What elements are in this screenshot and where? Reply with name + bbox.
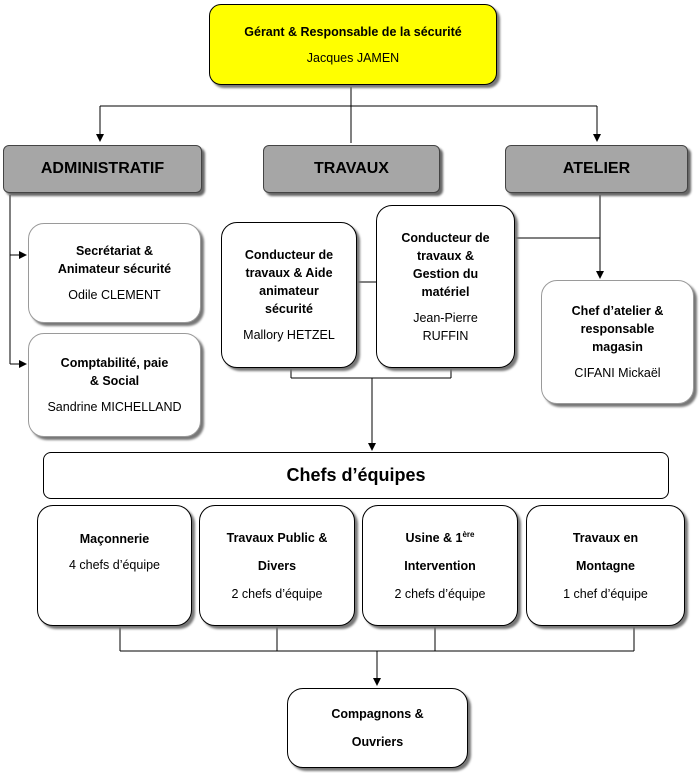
banner-label: Chefs d’équipes <box>286 465 426 485</box>
card-title: animateur <box>259 284 319 298</box>
card-maconnerie: Maçonnerie 4 chefs d’équipe <box>37 505 192 626</box>
card-title: matériel <box>421 284 470 299</box>
dept-travaux: TRAVAUX <box>263 145 440 193</box>
card-person: Jean-Pierre <box>413 310 478 325</box>
card-person: CIFANI Mickaël <box>574 366 661 380</box>
card-title: responsable <box>580 322 655 336</box>
card-count: 2 chefs d’équipe <box>394 586 486 601</box>
card-count: 1 chef d’équipe <box>563 586 648 601</box>
card-title: Conducteur de <box>401 230 490 245</box>
dept-label: TRAVAUX <box>314 160 389 177</box>
card-title: Conducteur de <box>244 248 334 262</box>
card-conducteur-gestion: Conducteur de travaux & Gestion du matér… <box>376 205 515 368</box>
card-conducteur-aide: Conducteur de travaux & Aide animateur s… <box>221 222 357 368</box>
card-title-superscript: ère <box>462 529 475 539</box>
card-title: Ouvriers <box>351 735 404 749</box>
root-box: Gérant & Responsable de la sécurité Jacq… <box>209 4 497 85</box>
dept-label: ATELIER <box>562 160 631 177</box>
card-person: RUFFIN <box>422 328 469 343</box>
card-travaux-public: Travaux Public & Divers 2 chefs d’équipe <box>199 505 355 626</box>
dept-administratif: ADMINISTRATIF <box>3 145 202 193</box>
card-person: Odile CLEMENT <box>68 288 161 302</box>
root-title: Gérant & Responsable de la sécurité <box>244 24 462 39</box>
card-title: Montagne <box>575 558 636 573</box>
dept-atelier: ATELIER <box>505 145 688 193</box>
chefs-equipes-banner: Chefs d’équipes <box>43 452 669 499</box>
card-comptabilite: Comptabilité, paie & Social Sandrine MIC… <box>28 333 201 437</box>
card-count: 2 chefs d’équipe <box>231 586 323 601</box>
card-title: Divers <box>257 558 297 573</box>
card-title: Secrétariat & <box>75 244 154 258</box>
root-name: Jacques JAMEN <box>306 50 400 65</box>
card-count: 4 chefs d’équipe <box>68 558 161 572</box>
card-usine: Usine & 1ère Intervention 2 chefs d’équi… <box>362 505 518 626</box>
card-title: Chef d’atelier & <box>571 304 664 318</box>
card-title: magasin <box>592 340 643 354</box>
card-compagnons: Compagnons & Ouvriers <box>287 688 468 768</box>
card-person: Mallory HETZEL <box>243 328 335 342</box>
card-title: Intervention <box>404 558 476 573</box>
card-secretariat: Secrétariat & Animateur sécurité Odile C… <box>28 223 201 323</box>
card-title: & Social <box>89 374 140 388</box>
card-travaux-montagne: Travaux en Montagne 1 chef d’équipe <box>526 505 685 626</box>
card-title: Comptabilité, paie <box>60 356 169 370</box>
card-person: Sandrine MICHELLAND <box>47 400 182 414</box>
card-chef-atelier: Chef d’atelier & responsable magasin CIF… <box>541 280 694 404</box>
card-title-text: Usine & 1 <box>405 530 463 545</box>
card-title: travaux & <box>417 248 474 263</box>
card-title: travaux & Aide <box>245 266 333 280</box>
card-title: Compagnons & <box>331 707 424 721</box>
dept-label: ADMINISTRATIF <box>40 160 165 177</box>
card-title: Gestion du <box>412 266 479 281</box>
card-title: Animateur sécurité <box>57 262 172 276</box>
card-title: Travaux Public & <box>226 530 328 545</box>
card-title: Travaux en <box>572 530 639 545</box>
card-title: sécurité <box>265 302 313 316</box>
card-title: Usine & 1ère <box>406 524 475 552</box>
card-title: Maçonnerie <box>79 532 150 546</box>
